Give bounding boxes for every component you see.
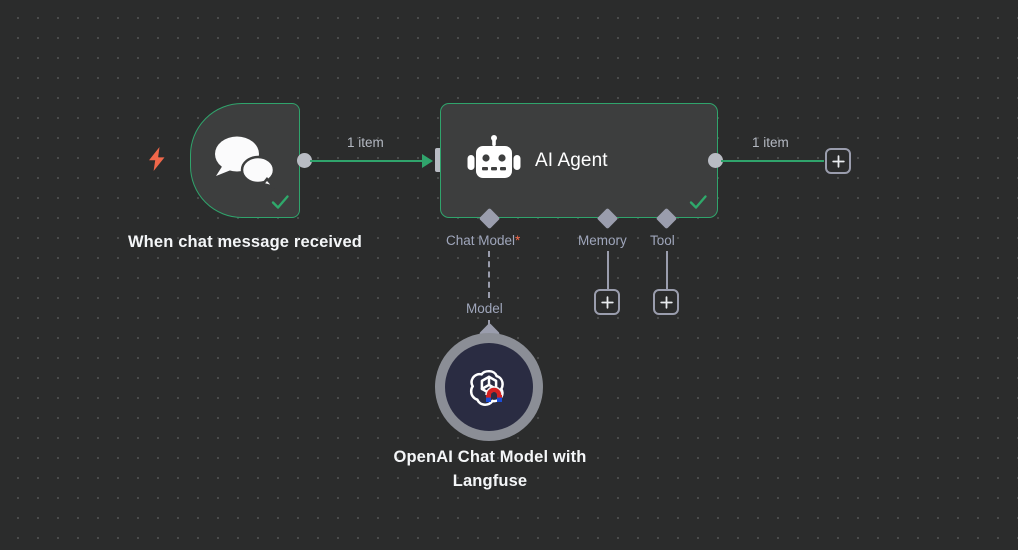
openai-logo-icon <box>466 364 512 410</box>
sub-port-label-tool: Tool <box>650 233 675 248</box>
add-memory-button[interactable] <box>594 289 620 315</box>
edge-label-agent-output: 1 item <box>752 135 789 150</box>
node-openai-chat-model[interactable] <box>435 333 543 441</box>
plus-icon <box>659 295 673 309</box>
agent-output-port[interactable] <box>708 153 723 168</box>
lightning-bolt-icon <box>146 146 168 172</box>
ai-agent-title: AI Agent <box>535 149 608 171</box>
langfuse-magnet-icon <box>482 380 506 409</box>
node-caption-openai-model: OpenAI Chat Model with Langfuse <box>393 448 587 490</box>
node-when-chat-message-received[interactable] <box>190 103 300 218</box>
sub-port-label-chat-model: Chat Model* <box>446 233 520 248</box>
agent-input-port[interactable] <box>435 148 443 172</box>
sub-connection-chat-model <box>488 251 490 298</box>
trigger-output-port[interactable] <box>297 153 312 168</box>
add-node-button[interactable] <box>825 148 851 174</box>
node-ai-agent[interactable]: AI Agent <box>440 103 718 218</box>
chat-bubbles-icon <box>191 104 299 217</box>
sub-port-label-chat-model-text: Chat Model <box>446 233 516 248</box>
robot-icon <box>463 104 525 217</box>
sub-connection-tool <box>665 251 668 291</box>
trigger-status-check-icon <box>269 191 291 213</box>
node-caption-trigger: When chat message received <box>127 233 363 251</box>
plus-icon <box>600 295 614 309</box>
edge-arrow-into-agent <box>422 153 433 168</box>
edge-agent-to-add-node <box>721 159 824 162</box>
plus-icon <box>831 154 845 168</box>
agent-status-check-icon <box>687 191 709 213</box>
add-tool-button[interactable] <box>653 289 679 315</box>
sub-connection-memory <box>606 251 609 291</box>
required-asterisk: * <box>515 233 521 248</box>
edge-trigger-to-agent <box>310 159 424 162</box>
edge-label-trigger-to-agent: 1 item <box>347 135 384 150</box>
model-connection-label: Model <box>466 301 503 316</box>
sub-port-label-memory: Memory <box>578 233 627 248</box>
